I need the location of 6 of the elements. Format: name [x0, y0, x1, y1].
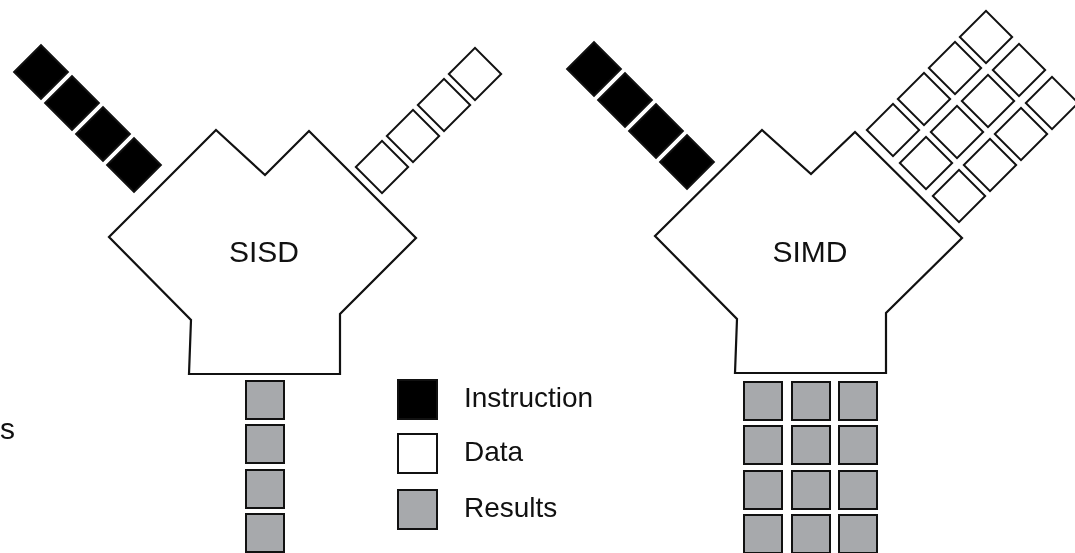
legend-label: Results — [464, 492, 558, 524]
legend-label: Instruction — [464, 382, 594, 414]
processor-label: SIMD — [772, 235, 848, 269]
legend-label: Data — [464, 436, 524, 468]
processor-label: SISD — [229, 235, 299, 269]
text-fragment: s — [0, 412, 15, 446]
